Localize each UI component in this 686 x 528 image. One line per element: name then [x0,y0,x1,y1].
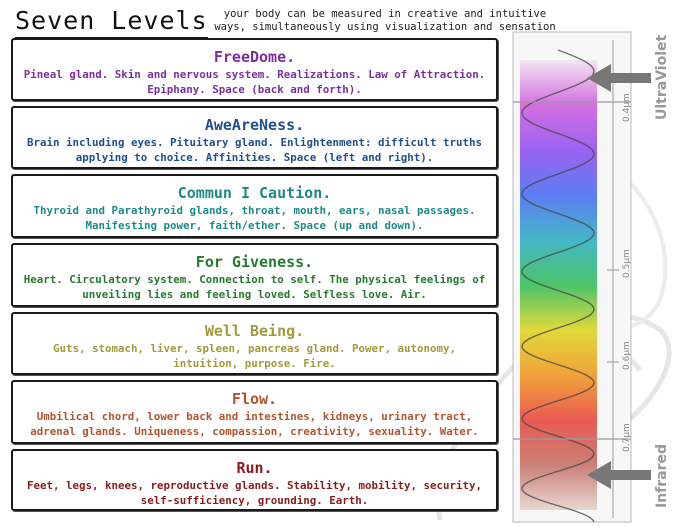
page-subtitle: your body can be measured in creative an… [214,8,556,33]
page-title: Seven Levels [15,6,208,39]
level-card-communication: Commun I Caution. Thyroid and Parathyroi… [11,174,498,238]
infrared-label: Infrared [654,444,670,508]
level-name: FreeDome. [213,48,296,66]
tick-label: 0.7µm [622,423,632,452]
level-card-flow: Flow. Umbilical chord, lower back and in… [11,380,498,444]
level-card-run: Run. Feet, legs, knees, reproductive gla… [11,449,498,511]
level-name: Run. [236,459,273,477]
arrow-icon [587,461,651,489]
level-description: Thyroid and Parathyroid glands, throat, … [33,204,476,232]
spectrum-chart: 0.4µm 0.5µm 0.6µm 0.7µm UltraViolet Infr… [512,31,670,523]
level-name: For Giveness. [195,253,314,271]
level-card-forgiveness: For Giveness. Heart. Circulatory system.… [11,243,498,307]
tick-label: 0.5µm [622,249,632,278]
level-name: Commun I Caution. [177,184,332,202]
level-name: AweAreNess. [204,116,305,134]
level-description: Pineal gland. Skin and nervous system. R… [23,68,486,96]
level-description: Umbilical chord, lower back and intestin… [30,410,479,438]
level-name: Well Being. [204,322,305,340]
level-description: Heart. Circulatory system. Connection to… [23,273,486,301]
ultraviolet-label: UltraViolet [654,34,670,120]
level-card-well-being: Well Being. Guts, stomach, liver, spleen… [11,312,498,375]
level-description: Brain including eyes. Pituitary gland. E… [26,136,483,164]
tick-label: 0.4µm [622,93,632,122]
wave-line [521,49,595,523]
level-card-awareness: AweAreNess. Brain including eyes. Pituit… [11,106,498,169]
arrow-icon [587,64,651,92]
spectrum-band [520,60,597,510]
tick-label: 0.6µm [622,341,632,370]
level-description: Feet, legs, knees, reproductive glands. … [26,479,483,507]
level-name: Flow. [231,390,278,408]
level-card-freedome: FreeDome. Pineal gland. Skin and nervous… [11,38,498,101]
level-description: Guts, stomach, liver, spleen, pancreas g… [52,342,457,370]
